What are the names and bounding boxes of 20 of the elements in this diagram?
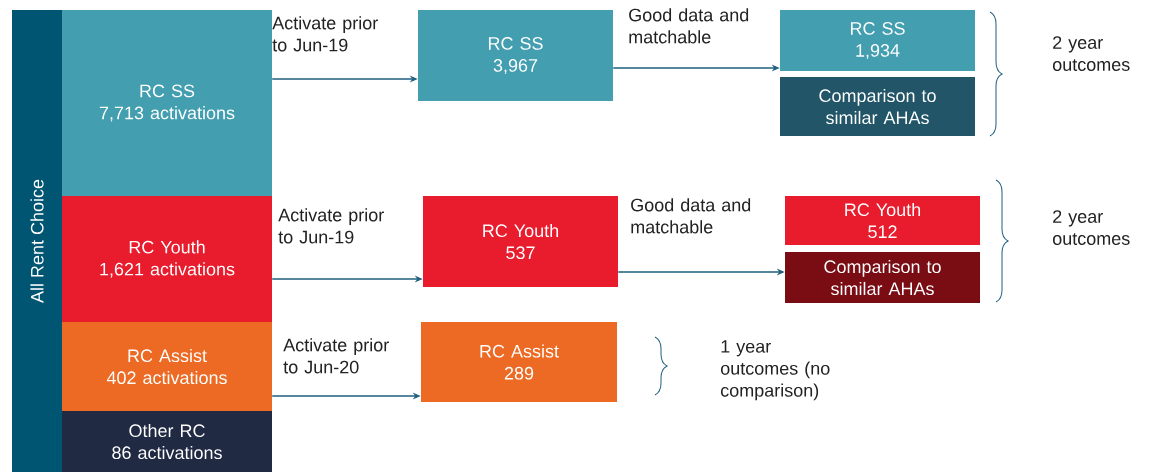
outcome-label: 2 year outcomes	[1052, 36, 1130, 71]
category-band: All Rent Choice	[12, 10, 62, 472]
count-box: RC SS 7,713 activations	[62, 10, 272, 196]
outcome-label: 2 year outcomes	[1052, 210, 1130, 245]
count-box: Comparison to similar AHAs	[785, 252, 980, 303]
edge-label: Good data and matchable	[629, 8, 749, 44]
count-box: RC SS 3,967	[418, 10, 613, 101]
edge-label: Activate prior to Jun-19	[278, 208, 384, 244]
count-box: Other RC 86 activations	[62, 411, 272, 472]
count-box: Comparison to similar AHAs	[780, 77, 975, 136]
edge-label: Activate prior to Jun-20	[283, 338, 389, 374]
edge-label: Good data and matchable	[631, 198, 751, 234]
count-box: RC Youth 537	[423, 196, 618, 287]
count-box: RC Assist 289	[421, 322, 617, 402]
count-box: RC Youth 512	[785, 196, 980, 245]
edge-label: Activate prior to Jun-19	[272, 16, 378, 52]
count-box: RC Assist 402 activations	[62, 322, 272, 411]
outcome-label: 1 year outcomes (no comparison)	[720, 340, 830, 401]
count-box: RC SS 1,934	[780, 10, 975, 71]
count-box: RC Youth 1,621 activations	[62, 196, 272, 322]
